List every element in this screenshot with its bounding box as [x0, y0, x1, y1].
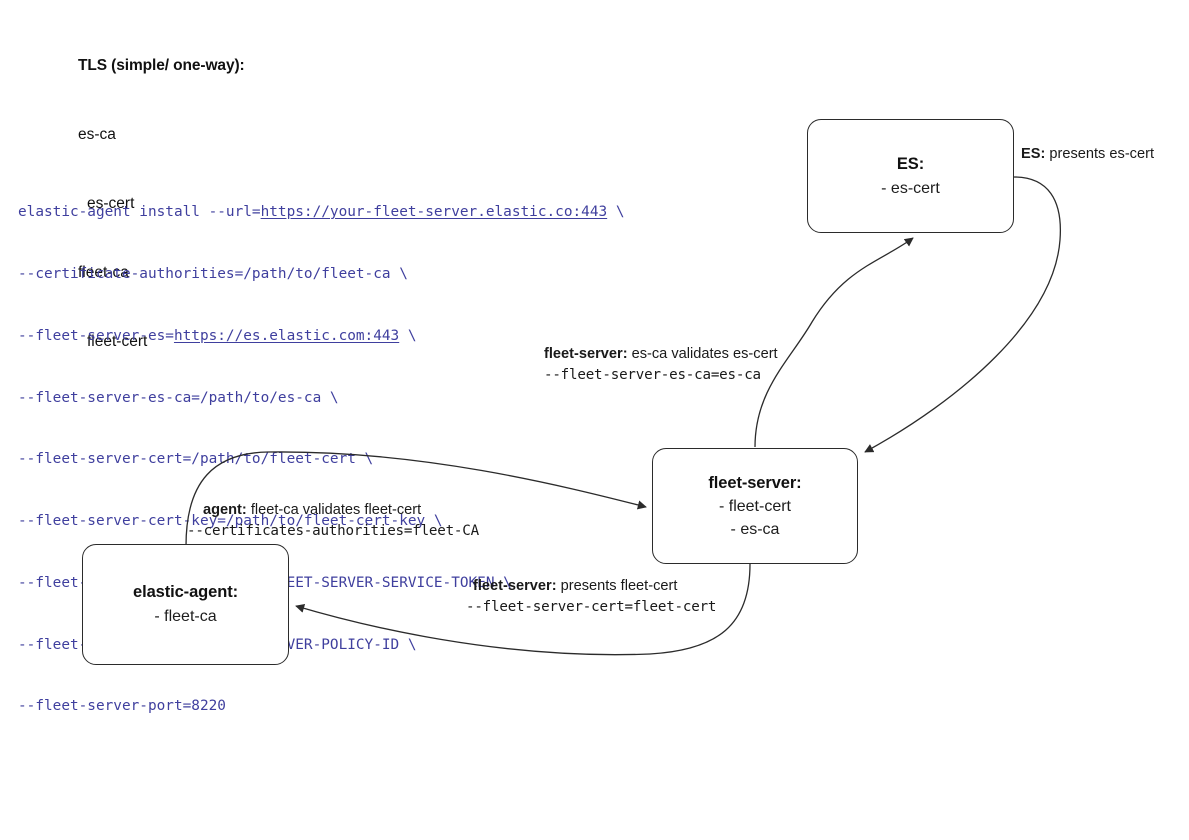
edge-fleet-server-to-es [754, 237, 914, 448]
node-elastic-agent[interactable]: elastic-agent: - fleet-ca [82, 544, 289, 665]
node-fleet-server-title: fleet-server: [708, 473, 802, 492]
node-fleet-server-item-1: - es-ca [730, 520, 780, 538]
node-fleet-server[interactable]: fleet-server: - fleet-cert - es-ca [652, 448, 858, 564]
command-line-4: --fleet-server-es-ca=/path/to/es-ca \ [18, 389, 339, 406]
command-line-9: --fleet-server-port=8220 [18, 698, 226, 715]
edge-agent-to-fleet-server [185, 451, 647, 547]
edge-label-agent-validates: agent: fleet-ca validates fleet-cert --c… [187, 500, 479, 542]
node-elasticsearch-item-0: - es-cert [881, 179, 940, 197]
edge-label-fleet-server-validates-strong: fleet-server: [544, 346, 628, 362]
edge-label-fleet-server-presents-strong: fleet-server: [473, 578, 557, 594]
command-line-6: --fleet-server-cert-key=/path/to/fleet-c… [18, 513, 443, 530]
legend-item-es-ca: es-ca [78, 126, 116, 143]
command-line-2: --certificate-authorities=/path/to/fleet… [18, 265, 408, 282]
elasticsearch-url-link[interactable]: https://es.elastic.com:443 [173, 327, 400, 344]
command-line-1-prefix: elastic-agent install --url= [18, 204, 261, 221]
legend-item-fleet-ca: fleet-ca [78, 264, 129, 281]
command-line-5: --fleet-server-cert=/path/to/fleet-cert … [18, 451, 374, 468]
edge-label-agent-validates-flag: --certificates-authorities=fleet-CA [187, 523, 479, 539]
edge-label-fleet-server-presents-flag: --fleet-server-cert=fleet-cert [466, 599, 717, 615]
edge-es-to-fleet-server [864, 176, 1062, 453]
node-elastic-agent-item-0: - fleet-ca [154, 608, 217, 625]
edge-label-fleet-server-presents-text: presents fleet-cert [556, 578, 678, 594]
fleet-server-url-link[interactable]: https://your-fleet-server.elastic.co:443 [260, 204, 608, 221]
node-elastic-agent-title: elastic-agent: [133, 583, 238, 601]
legend-item-es-cert: es-cert [87, 195, 135, 212]
node-fleet-server-item-0: - fleet-cert [718, 497, 791, 515]
command-line-3-prefix: --fleet-server-es= [18, 327, 174, 344]
command-line-1: elastic-agent install --url=https://your… [18, 202, 624, 223]
edge-label-fleet-server-validates: fleet-server: es-ca validates es-cert --… [544, 344, 778, 386]
node-elasticsearch[interactable]: ES: - es-cert [807, 119, 1014, 233]
edge-label-es-presents-strong: ES: [1021, 146, 1046, 162]
node-elasticsearch-title: ES: [896, 154, 925, 173]
tls-legend: TLS (simple/ one-way): es-ca es-cert fle… [78, 8, 245, 376]
edge-label-fleet-server-validates-text: es-ca validates es-cert [627, 346, 778, 362]
edge-fleet-server-to-agent [295, 563, 751, 656]
legend-title: TLS (simple/ one-way): [78, 57, 245, 74]
command-line-1-suffix: \ [607, 204, 625, 221]
command-line-3: --fleet-server-es=https://es.elastic.com… [18, 326, 624, 347]
legend-item-fleet-cert: fleet-cert [87, 333, 148, 350]
edge-label-es-presents-text: presents es-cert [1045, 146, 1155, 162]
edge-label-es-presents: ES: presents es-cert [1021, 144, 1154, 165]
edge-label-agent-validates-strong: agent: [203, 502, 247, 518]
command-line-3-suffix: \ [399, 327, 417, 344]
edge-label-fleet-server-validates-flag: --fleet-server-es-ca=es-ca [544, 367, 761, 383]
edge-label-agent-validates-text: fleet-ca validates fleet-cert [246, 502, 422, 518]
edge-label-fleet-server-presents: fleet-server: presents fleet-cert --flee… [466, 576, 716, 618]
